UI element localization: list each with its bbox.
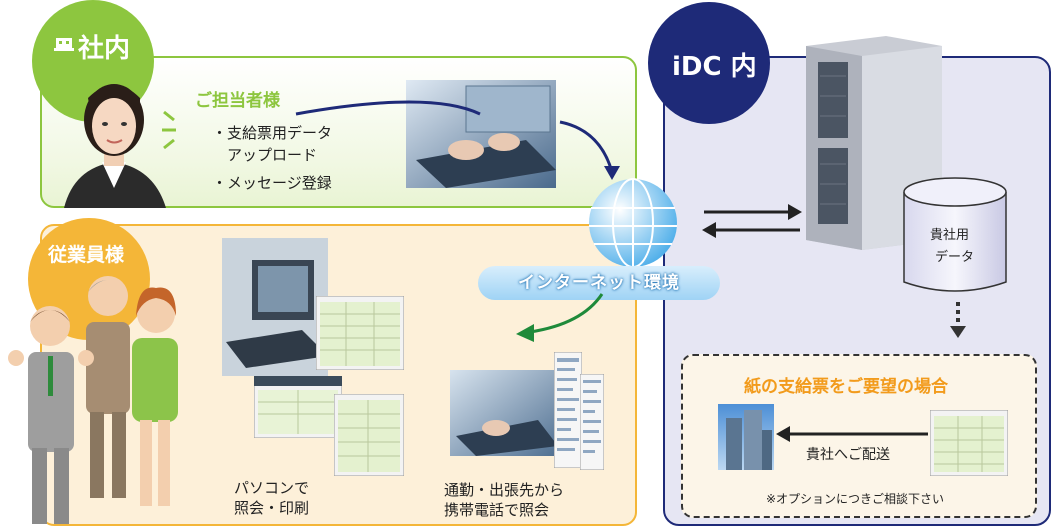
office-badge-label: 社内 [78, 34, 131, 64]
person-title: ご担当者様 [195, 91, 280, 111]
download-arrow [516, 293, 604, 342]
pc-photo [222, 238, 328, 376]
idc-badge: iDC 内 [648, 2, 770, 124]
idc-badge-label: iDC 内 [672, 52, 757, 82]
paper-slip-capture [930, 410, 1008, 476]
delivery-label: 貴社へご配送 [806, 447, 890, 463]
mobile-caption-line-1: 通勤・出張先から [444, 481, 565, 499]
mobile-caption-line-2: 携帯電話で照会 [444, 501, 550, 519]
mobile-screen-capture-1 [554, 352, 582, 468]
database-label-line-2: データ [935, 250, 975, 265]
dotted-down-arrow [950, 302, 966, 338]
bullet-2: アップロード [212, 146, 318, 164]
building-icon [54, 38, 74, 51]
employee-badge-label: 従業員様 [48, 244, 125, 266]
mobile-screen-capture-2 [580, 374, 604, 470]
staff-person-illustration [64, 84, 166, 208]
pc-screen-capture-1 [316, 296, 404, 370]
employees-illustration [8, 276, 178, 524]
bullet-1: ・支給票用データ [212, 124, 333, 142]
paper-option-title: 紙の支給票をご要望の場合 [744, 377, 948, 397]
keyboard-photo [406, 80, 556, 188]
option-note: ※オプションにつきご相談下さい [766, 492, 945, 506]
pc-caption-line-1: パソコンで [234, 479, 310, 497]
pc-screen-capture-3 [334, 394, 404, 476]
database-label-line-1: 貴社用 [930, 228, 970, 243]
pc-caption-line-2: 照会・印刷 [234, 499, 310, 517]
mobile-keyboard-photo [450, 370, 558, 456]
company-building-photo [718, 404, 774, 470]
internet-label-pill: インターネット環境 [478, 266, 720, 300]
bullet-3: ・メッセージ登録 [212, 174, 332, 192]
globe-icon [589, 178, 677, 268]
bidirectional-arrows [702, 204, 802, 238]
pc-screen-capture-2 [254, 376, 342, 438]
sparkle-icon [162, 110, 176, 150]
internet-label: インターネット環境 [518, 273, 680, 293]
database-icon [903, 177, 1007, 292]
employee-badge: 従業員様 [28, 218, 150, 340]
upload-arrow [295, 100, 620, 180]
delivery-arrow [776, 426, 928, 442]
